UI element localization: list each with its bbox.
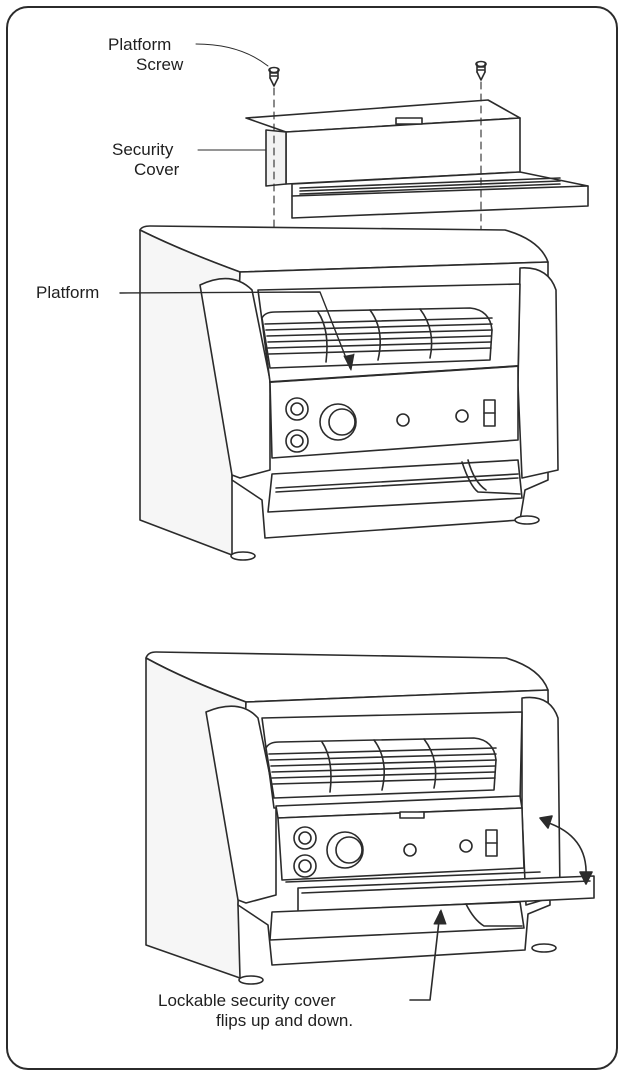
label-lockable-line2: flips up and down. (216, 1011, 353, 1030)
label-security-cover-line2: Cover (134, 160, 180, 179)
label-lockable-line1: Lockable security cover (158, 991, 336, 1010)
toaster-top (139, 225, 559, 561)
toaster-bottom (145, 651, 595, 985)
leader-platform-screw (195, 43, 269, 67)
label-platform-screw-line2: Screw (136, 55, 184, 74)
label-platform: Platform (36, 283, 99, 302)
platform-screw-left (268, 66, 280, 87)
security-cover (245, 99, 589, 219)
label-security-cover-line1: Security (112, 140, 174, 159)
platform-screw-right (475, 60, 487, 81)
leader-lockable-cover (409, 911, 441, 1001)
label-platform-screw-line1: Platform (108, 35, 171, 54)
leader-platform (119, 291, 351, 369)
flip-arrow-icon (539, 815, 593, 885)
